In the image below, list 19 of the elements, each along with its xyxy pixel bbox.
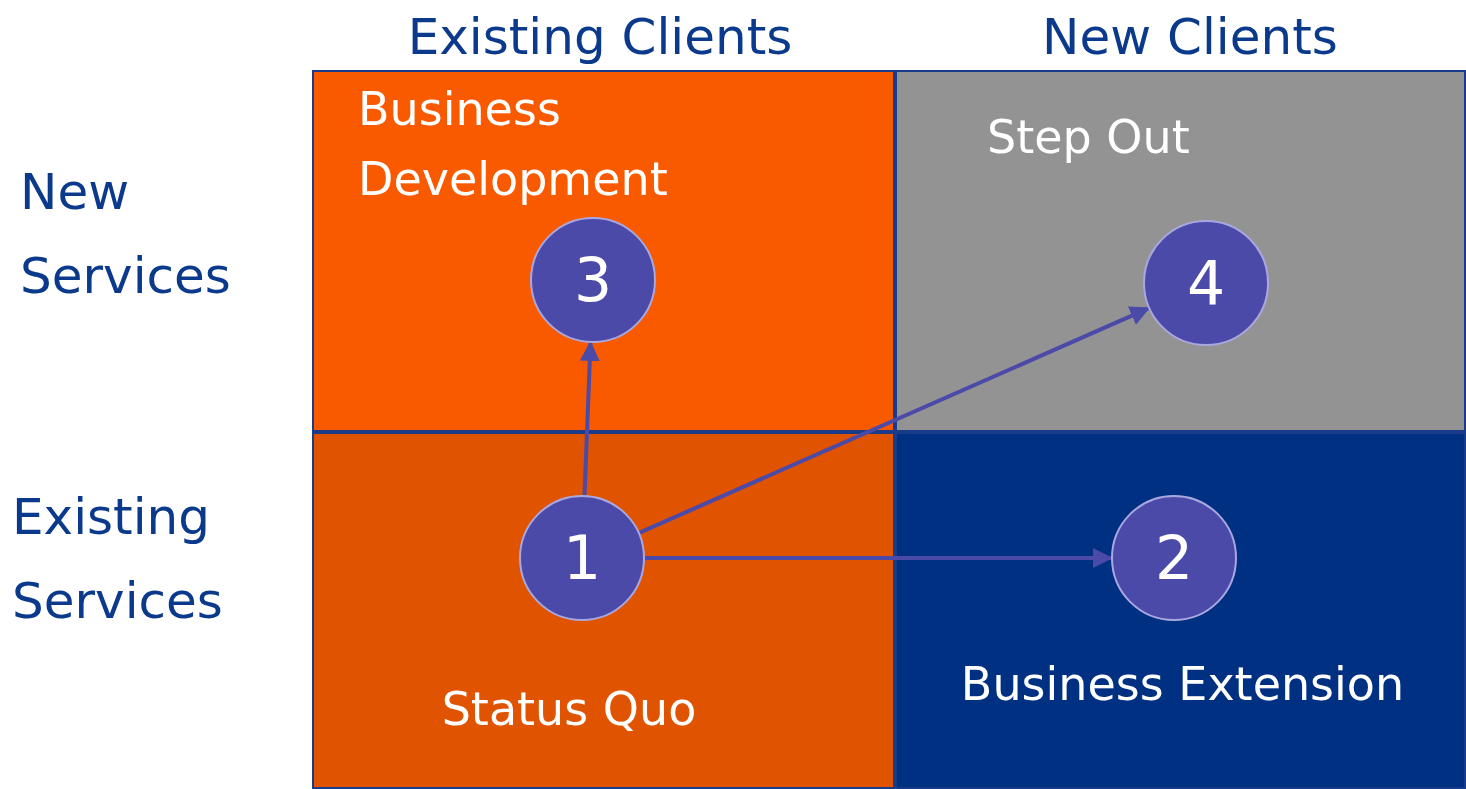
quadrant-label: Business Development [358, 81, 669, 208]
quadrant-label: Step Out [987, 109, 1191, 166]
arrow [579, 340, 600, 496]
quadrant-box [312, 70, 895, 432]
quadrant-box [895, 432, 1466, 789]
numbered-circle: 4 [1143, 220, 1269, 346]
arrow [638, 306, 1151, 535]
numbered-circle: 3 [530, 217, 656, 343]
quadrant-label: Business Extension [959, 656, 1406, 713]
arrow [645, 548, 1113, 568]
quadrant-label: Status Quo [440, 681, 698, 738]
row-header: New Services [20, 162, 232, 307]
quadrant-box [895, 70, 1466, 432]
quadrant-box [312, 432, 895, 789]
numbered-circle: 2 [1111, 495, 1237, 621]
column-header: Existing Clients [406, 7, 794, 68]
column-header: New Clients [1041, 7, 1339, 68]
row-header: Existing Services [12, 487, 224, 632]
numbered-circle: 1 [519, 495, 645, 621]
